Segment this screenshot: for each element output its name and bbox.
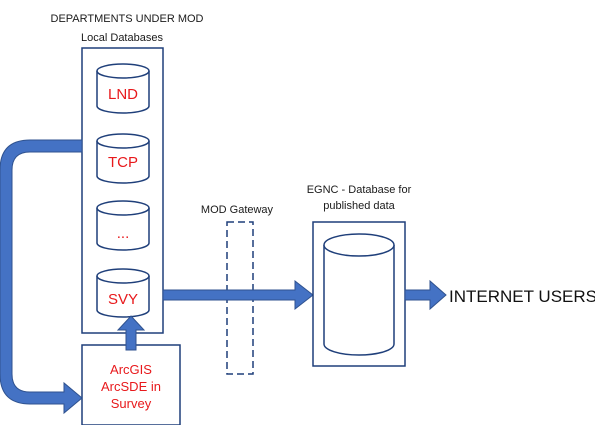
database-label: SVY: [108, 291, 138, 308]
svy-to-egnc-arrow: [162, 279, 314, 311]
egnc-label-line-2: published data: [323, 200, 395, 212]
arcgis-label-line-3: Survey: [111, 396, 152, 411]
loop-arrow: [0, 139, 83, 415]
database-label: ...: [117, 225, 130, 242]
departments-title: DEPARTMENTS UNDER MOD: [51, 13, 204, 25]
gateway-label: MOD Gateway: [201, 204, 274, 216]
arcgis-label-line-1: ArcGIS: [110, 362, 152, 377]
arcgis-label-line-2: ArcSDE in: [101, 379, 161, 394]
internet-users-label: INTERNET USERS: [449, 287, 595, 306]
egnc-to-internet-arrow: [404, 279, 447, 311]
database-label: TCP: [108, 154, 138, 171]
egnc-label-line-1: EGNC - Database for: [307, 184, 412, 196]
egnc-database-cylinder: [323, 233, 395, 356]
arcgis-to-svy-arrow: [116, 315, 146, 351]
database-cylinder-svy: SVY: [96, 268, 150, 318]
database-label: LND: [108, 86, 138, 103]
database-cylinder-ellipsis: ...: [96, 200, 150, 251]
database-cylinder-lnd: LND: [96, 63, 150, 114]
database-cylinder-tcp: TCP: [96, 133, 150, 184]
local-databases-title: Local Databases: [81, 32, 163, 44]
arcgis-box: [81, 344, 181, 425]
